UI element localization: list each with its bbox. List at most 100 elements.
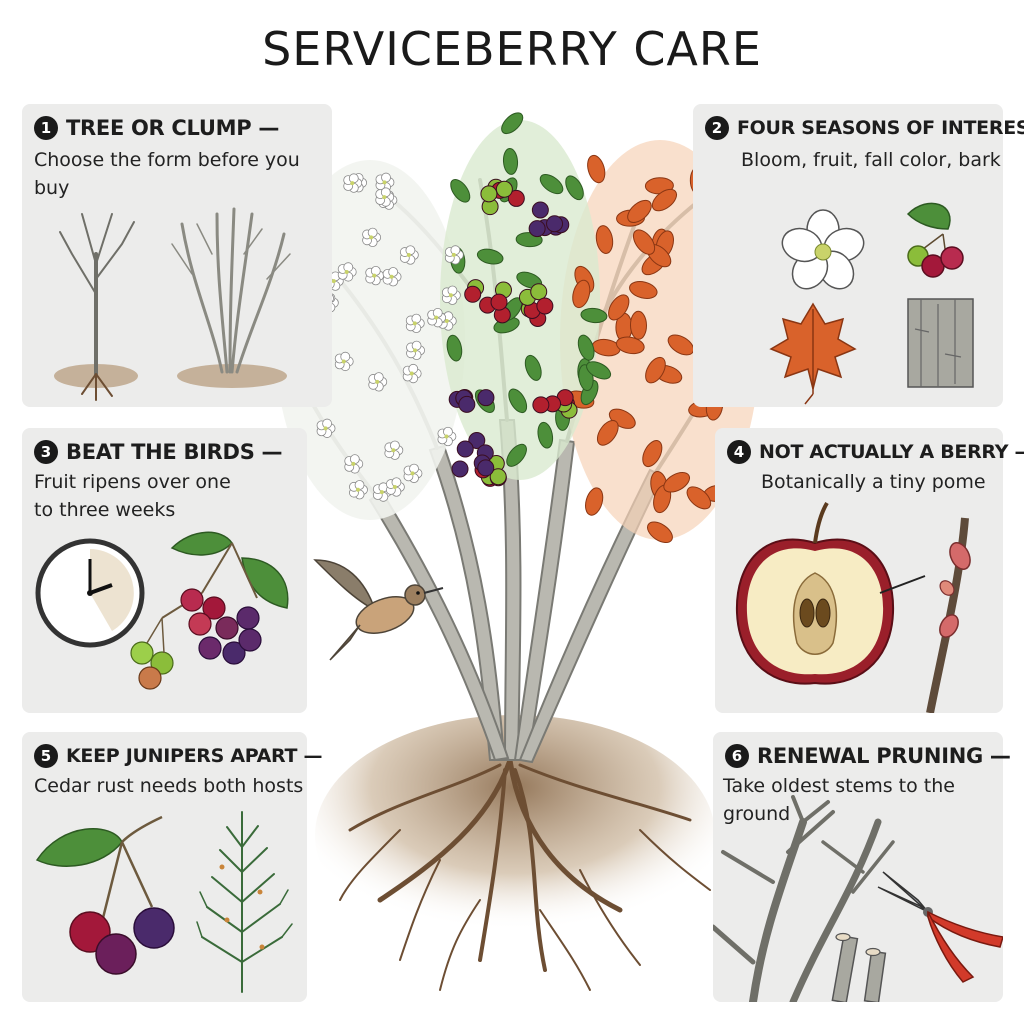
blossom-center [351, 461, 356, 466]
blossom-petal [408, 363, 419, 374]
fall-leaf [651, 188, 678, 212]
cut-stems-icon [713, 795, 895, 1002]
bird-icon [313, 559, 444, 661]
step-number-badge: 6 [725, 744, 749, 768]
pome-cross-section-icon [735, 501, 895, 685]
panel-subtitle: Choose the form before you buy [34, 149, 300, 199]
roots-icon [339, 757, 711, 991]
blossom-petal [370, 265, 381, 276]
green-leaf [450, 179, 471, 203]
panel-not-a-berry: 4 NOT ACTUALLY A BERRY — Botanically a t… [715, 428, 1024, 713]
berry [451, 460, 469, 478]
blossom-center [379, 490, 384, 495]
blossom-center [331, 279, 336, 284]
blossom-center [375, 379, 380, 384]
autumn-leaf-icon [769, 302, 857, 405]
green-leaf [446, 334, 463, 362]
berries-icon [35, 815, 175, 975]
fall-leaf [645, 356, 666, 384]
blossom-center [451, 252, 456, 257]
panel-subtitle: Take oldest stems to the ground [723, 775, 955, 825]
blossom-center [392, 485, 397, 490]
panel-heading: TREE OR CLUMP — [66, 116, 280, 140]
fall-leaf [667, 334, 695, 356]
blossom-center [406, 253, 411, 258]
panel3-illustration [35, 531, 289, 690]
page-title: SERVICEBERRY CARE [262, 22, 762, 76]
blossom-petal [343, 262, 354, 273]
fall-leaf [627, 199, 652, 223]
blossom-petal [367, 227, 378, 238]
blossom-petal [390, 440, 400, 451]
berry [546, 215, 564, 233]
step-number-badge: 4 [727, 440, 751, 464]
green-leaf [577, 334, 595, 361]
ripening-berries-icon [130, 531, 289, 690]
fall-leaf [585, 487, 604, 516]
panel-beat-the-birds: 3 BEAT THE BIRDS — Fruit ripens over one… [22, 428, 307, 713]
blossom-petal [411, 313, 422, 324]
green-leaf [502, 147, 519, 175]
blossom-petal [432, 308, 443, 318]
blossom-petal [348, 173, 359, 184]
blossom-petal [405, 245, 416, 256]
blossom-petal [450, 245, 461, 256]
fall-leaf [595, 225, 614, 254]
blossom-petal [409, 463, 419, 474]
berry-cluster-icon [906, 202, 964, 278]
panel1-illustration [54, 207, 291, 401]
berry [477, 389, 495, 407]
blossom-center [389, 274, 394, 279]
green-leaf [539, 174, 564, 195]
panel-heading: NOT ACTUALLY A BERRY — [759, 441, 1024, 463]
blossom-petal [340, 351, 351, 362]
blossom-center [409, 371, 414, 376]
fall-leaf [629, 281, 658, 299]
berry [458, 395, 476, 413]
flower-icon [781, 209, 865, 290]
juniper-sprig-icon [196, 811, 293, 993]
bark-icon [907, 298, 974, 388]
blossom-center [355, 487, 360, 492]
blossom-center [413, 348, 418, 353]
berry [490, 293, 508, 311]
blossom-petal [443, 426, 453, 437]
fall-leaf [632, 229, 656, 255]
panel-heading: FOUR SEASONS OF INTEREST [737, 117, 1024, 139]
blossom-center [344, 269, 349, 274]
green-leaf [476, 248, 504, 265]
blossom-petal [391, 477, 402, 488]
panel-subtitle: Bloom, fruit, fall color, bark [741, 149, 1001, 171]
panel-renewal-pruning: 6 RENEWAL PRUNING — Take oldest stems to… [713, 732, 1011, 1002]
berry [536, 297, 554, 315]
blossom-center [412, 321, 417, 326]
blossom-center [350, 181, 355, 186]
berry [480, 185, 498, 203]
berry [528, 220, 546, 238]
twig-bud-icon [926, 517, 971, 713]
blossom-center [391, 448, 396, 453]
fall-leaf [572, 279, 591, 309]
blossom-petal [447, 285, 458, 296]
juniper-berries [219, 864, 265, 950]
multi-stem-clump-icon [171, 207, 291, 388]
green-leaf [580, 307, 608, 324]
step-number-badge: 1 [34, 116, 58, 140]
berry [507, 189, 525, 207]
blossom-petal [349, 454, 360, 465]
blossom-petal [388, 267, 399, 277]
blossom-petal [354, 480, 365, 490]
fall-leaf [642, 440, 663, 468]
fall-leaf [596, 419, 619, 446]
blossom-center [444, 318, 449, 323]
panel-heading: BEAT THE BIRDS — [66, 440, 283, 464]
green-leaf [501, 112, 524, 135]
pome-pointer [879, 575, 926, 594]
fall-leaf [615, 336, 645, 355]
pruning-shears-icon [877, 871, 1003, 983]
fall-leaf [663, 472, 691, 493]
panel-subtitle: Cedar rust needs both hosts [34, 775, 304, 797]
panel5-illustration [35, 811, 293, 993]
blossom-center [369, 235, 374, 240]
berry [489, 468, 507, 486]
